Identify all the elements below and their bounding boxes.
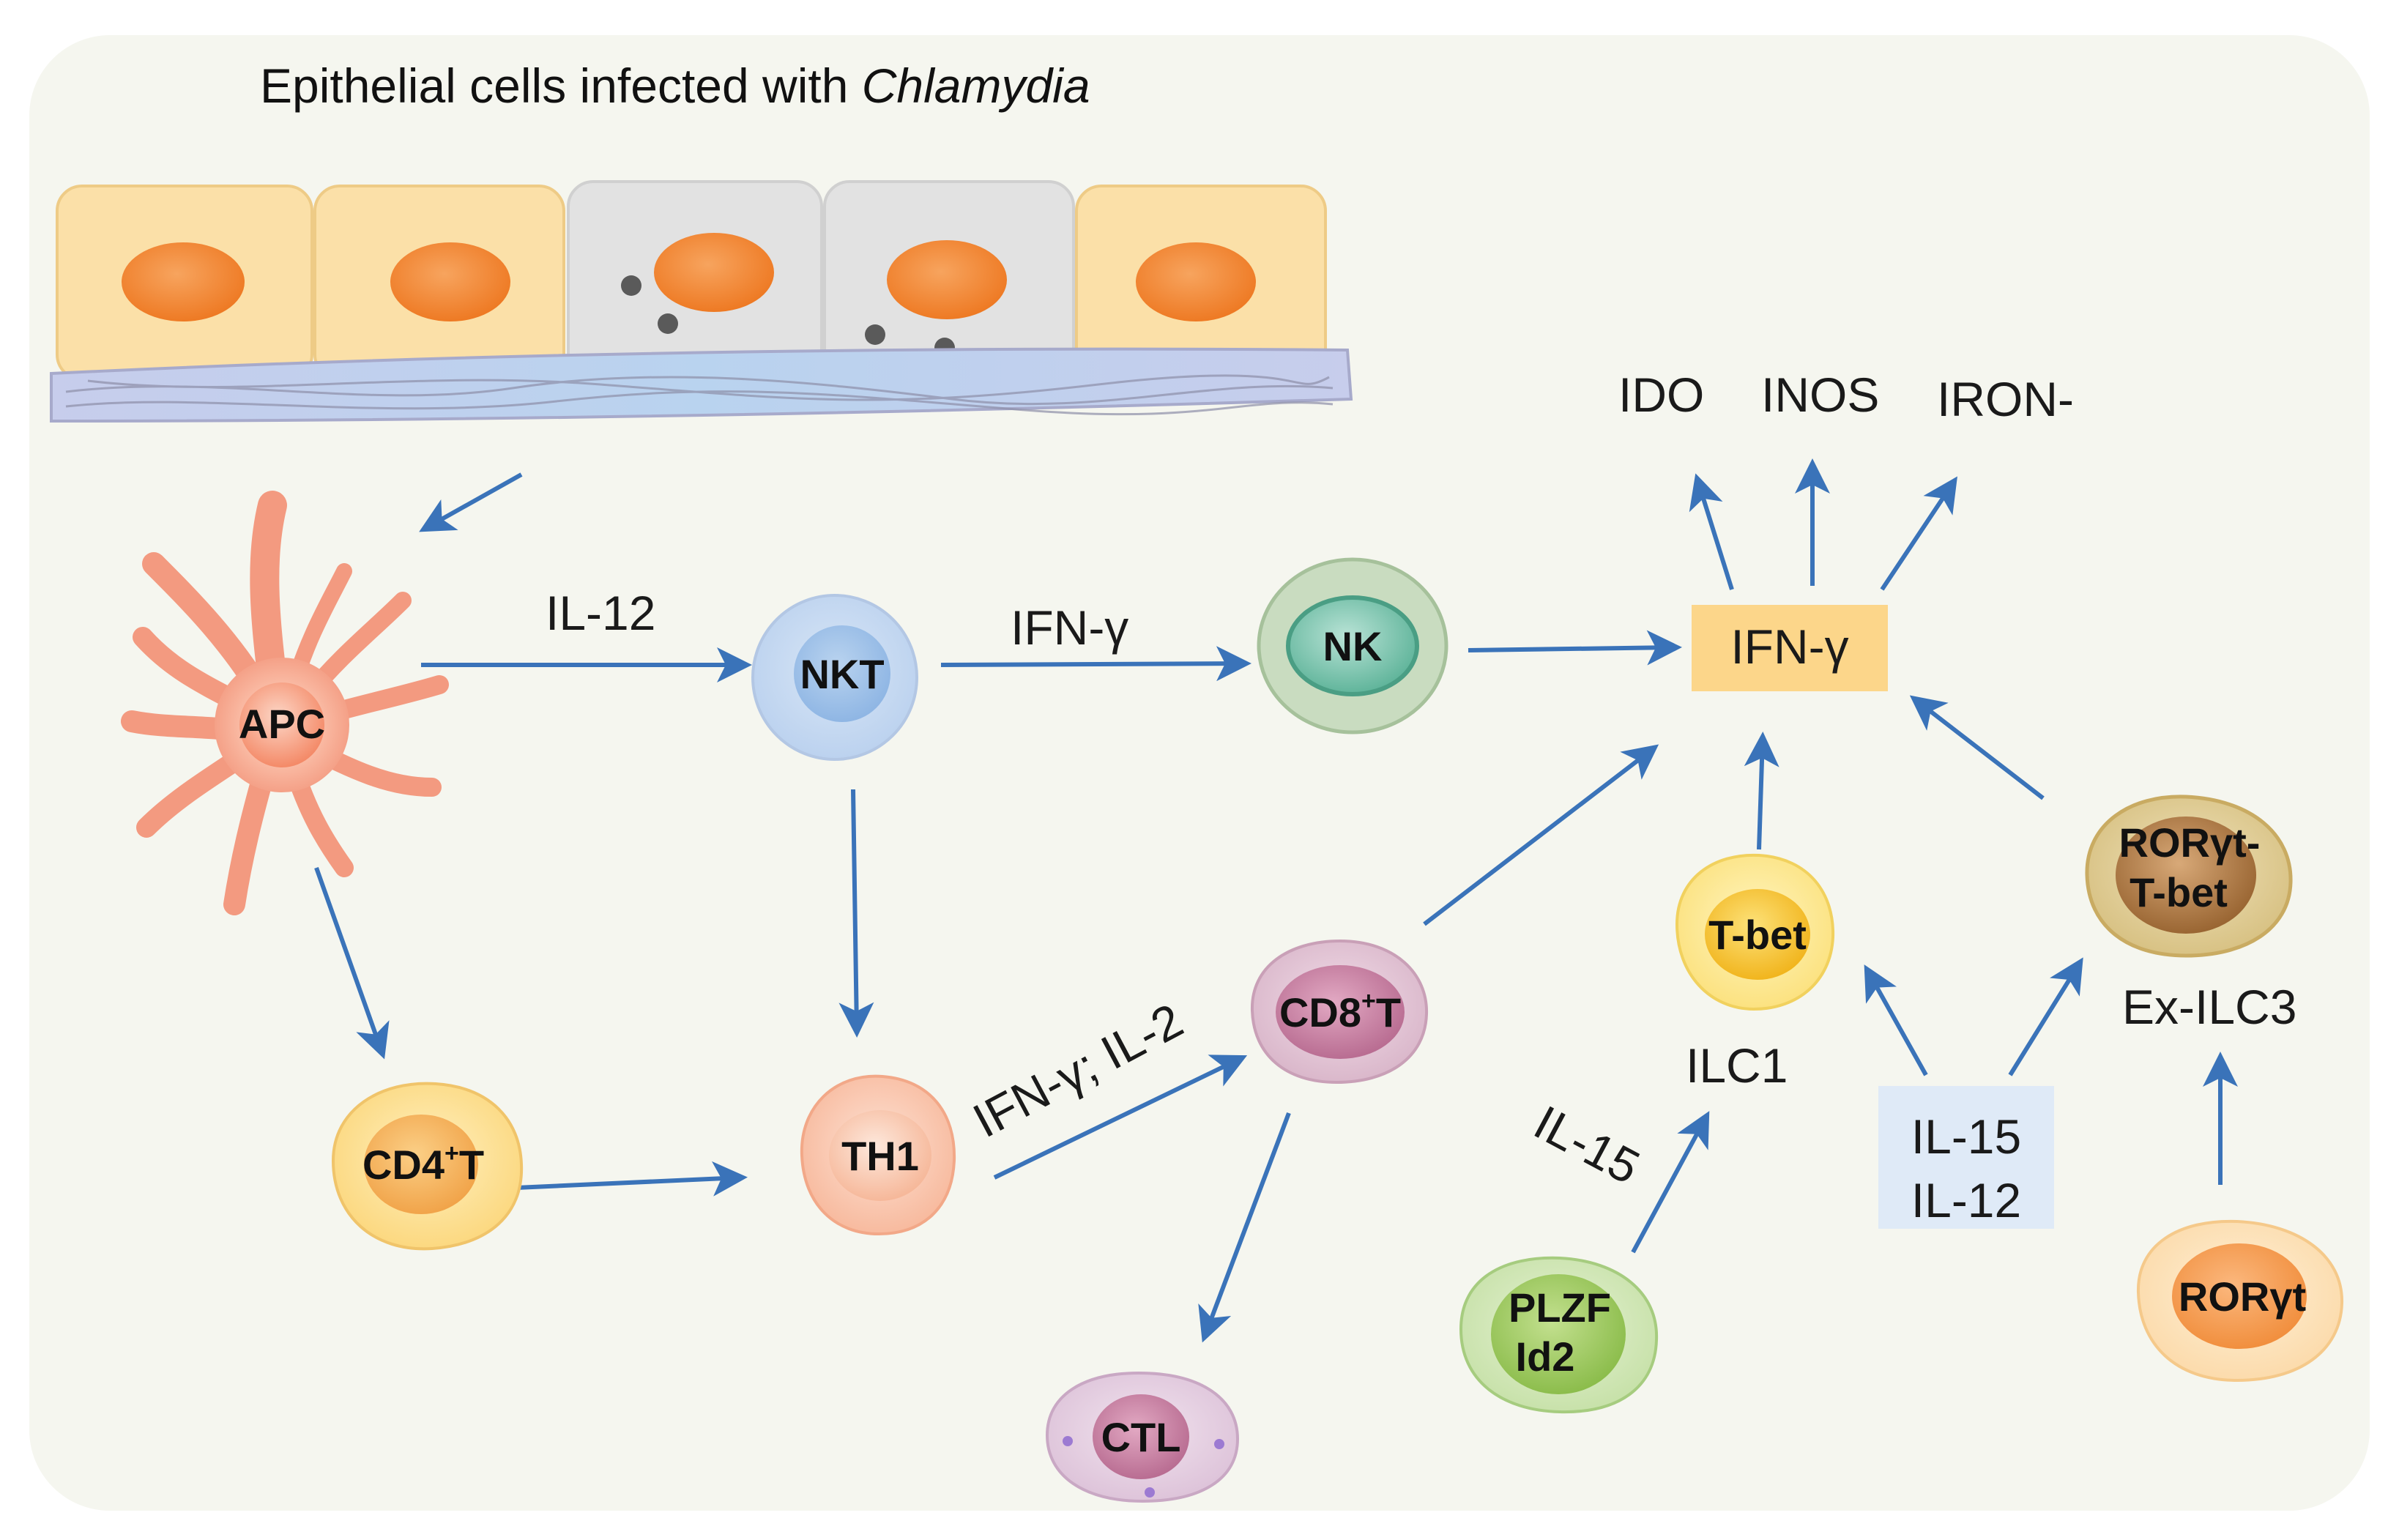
cd8t-label-main: CD8 [1279,989,1361,1035]
nkt-nucleus [794,625,890,722]
arrow-ifn-to-ido [1689,473,1734,590]
chlamydia-particle [865,324,885,345]
ctl-granule [1145,1487,1155,1498]
cd8t-label-sup: + [1361,987,1376,1015]
cd4t-label-end: T [459,1142,484,1188]
apc-label: APC [239,701,325,747]
th1-nucleus [829,1110,931,1201]
ctl-label: CTL [1101,1414,1181,1460]
ctl-granule [1063,1436,1073,1446]
plzf-label-line2: Id2 [1516,1333,1575,1380]
ctl-granule [1214,1439,1224,1449]
label-ilc1: ILC1 [1686,1038,1788,1093]
tbet-cell: T-bet [1675,853,1835,1011]
diagram-title: Epithelial cells infected with Chlamydia [260,59,1090,113]
chlamydia-particle [621,275,641,296]
arrow-nk-to-ifn [1468,630,1682,666]
tbet-nucleus [1705,889,1810,980]
plzf-cell: PLZF Id2 [1459,1256,1659,1414]
label-ex-ilc3: Ex-ILC3 [2122,980,2296,1034]
epithelium [50,180,1353,423]
effector-inos: INOS [1761,368,1879,422]
title-pathogen: Chlamydia [862,59,1090,113]
cd4t-nucleus [364,1115,478,1214]
ctl-nucleus [1093,1394,1189,1479]
arrow-cytokines-to-rorgt-tbet [2008,957,2083,1076]
epithelial-nucleus [122,242,245,321]
arrow-cd4t-to-th1 [516,1161,748,1197]
rorgt-nucleus [2172,1243,2307,1349]
arrow-plzf-to-ilc1 [1631,1111,1710,1254]
nk-nucleus [1286,595,1419,696]
plzf-label-line1: PLZF [1509,1284,1611,1331]
tbet-label: T-bet [1708,912,1807,958]
epithelial-nucleus [1136,242,1256,321]
membrane-fibers [65,374,1334,416]
cd8t-nucleus [1276,965,1405,1059]
ifn-gamma-hub [1692,605,1888,691]
rorgt-tbet-nucleus [2116,817,2256,934]
arrow-epithelium-to-apc [419,472,523,532]
nkt-cell: NKT [751,594,918,761]
chlamydia-particle [658,313,678,334]
epithelial-nucleus [887,240,1007,319]
arrow-cytokines-to-tbet [1864,964,1928,1076]
nk-label: NK [1323,623,1383,669]
nk-cell: NK [1257,557,1448,734]
label-il12: IL-12 [546,586,655,640]
cd8t-label-end: T [1376,989,1401,1035]
cytokine-box [1878,1086,2054,1229]
arrow-ifn-to-iron [1880,476,1957,591]
arrow-nkt-to-th1 [838,789,874,1038]
cd4t-label-sup: + [445,1139,459,1167]
arrow-tbet-to-ifn [1744,732,1779,850]
effector-iron: IRON- [1937,372,2074,426]
th1-label: TH1 [841,1133,919,1179]
cd8t-cell: CD8+T [1250,939,1429,1085]
cd4t-cell: CD4+T [331,1082,524,1251]
ctl-cell: CTL [1045,1371,1240,1503]
nkt-label: NKT [800,651,884,697]
epithelial-nucleus [654,233,774,312]
rorgt-cell: RORγt [2136,1219,2344,1383]
arrow-th1-to-cd8t [993,1054,1248,1180]
effector-ido: IDO [1618,368,1704,422]
label-ifn-gamma: IFN-γ [1011,600,1128,655]
cd8t-label: CD8+T [1279,987,1401,1035]
arrow-rorgt-tbet-to-ifn [1909,695,2045,800]
apc-nucleus [239,682,324,767]
cd4t-label-main: CD4 [362,1142,445,1188]
ifn-gamma-hub-label: IFN-γ [1730,620,1848,674]
arrow-cd8t-to-ctl [1198,1112,1291,1343]
plzf-nucleus [1491,1274,1626,1394]
rorgt-tbet-label-line2: T-bet [2130,869,2228,915]
title-prefix: Epithelial cells infected with [260,59,862,113]
cytokine-box-il15: IL-15 [1911,1109,2021,1164]
th1-cell: TH1 [800,1074,956,1236]
epithelial-nucleus [390,242,510,321]
arrows [314,458,2238,1343]
cd4t-label: CD4+T [362,1139,484,1188]
rorgt-tbet-cell: RORγt- T-bet [2085,795,2293,958]
rorgt-label: RORγt [2179,1273,2306,1320]
rorgt-tbet-label-line1: RORγt- [2119,819,2261,866]
arrow-cd8t-to-ifn [1423,744,1659,926]
arrow-apc-to-cd4t [314,866,390,1060]
arrow-nkt-to-nk [940,646,1251,682]
apc-cell: APC [121,491,449,915]
cytokine-box-il12: IL-12 [1911,1173,2021,1227]
